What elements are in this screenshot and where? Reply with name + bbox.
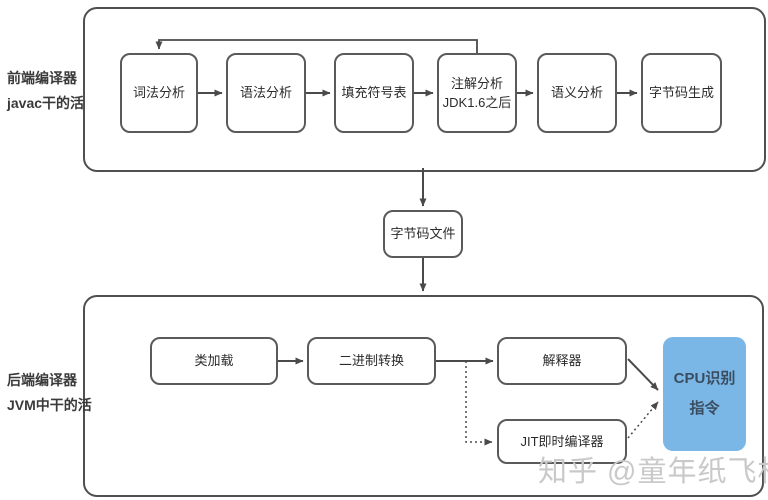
frontend-label-line1: 前端编译器 [7, 70, 77, 86]
backend-label-line2: JVM中干的活 [7, 396, 92, 413]
step-bytecode-generation: 字节码生成 [641, 53, 722, 133]
backend-container [83, 295, 764, 497]
step-semantic-analysis: 语义分析 [537, 53, 617, 133]
frontend-label: 前端编译器 javac干的活 [7, 66, 84, 115]
cpu-instructions-node: CPU识别 指令 [663, 337, 746, 451]
backend-label-line1: 后端编译器 [7, 372, 77, 388]
cpu-instructions-line1: CPU识别 [673, 370, 736, 387]
class-loading-node: 类加载 [150, 337, 278, 385]
interpreter-node: 解释器 [497, 337, 627, 385]
step-fill-symbol-table: 填充符号表 [334, 53, 414, 133]
backend-label: 后端编译器 JVM中干的活 [7, 368, 92, 417]
bytecode-file-node: 字节码文件 [383, 210, 463, 258]
zhihu-watermark: 知乎 @童年纸飞机 [538, 456, 768, 488]
cpu-instructions-line2: 指令 [689, 400, 720, 417]
step-syntax-analysis: 语法分析 [226, 53, 306, 133]
step-annotation-analysis: 注解分析 JDK1.6之后 [437, 53, 517, 133]
binary-conversion-node: 二进制转换 [307, 337, 436, 385]
frontend-label-line2: javac干的活 [7, 94, 85, 111]
step-lexical-analysis: 词法分析 [120, 53, 198, 133]
jit-compiler-node: JIT即时编译器 [497, 419, 627, 464]
